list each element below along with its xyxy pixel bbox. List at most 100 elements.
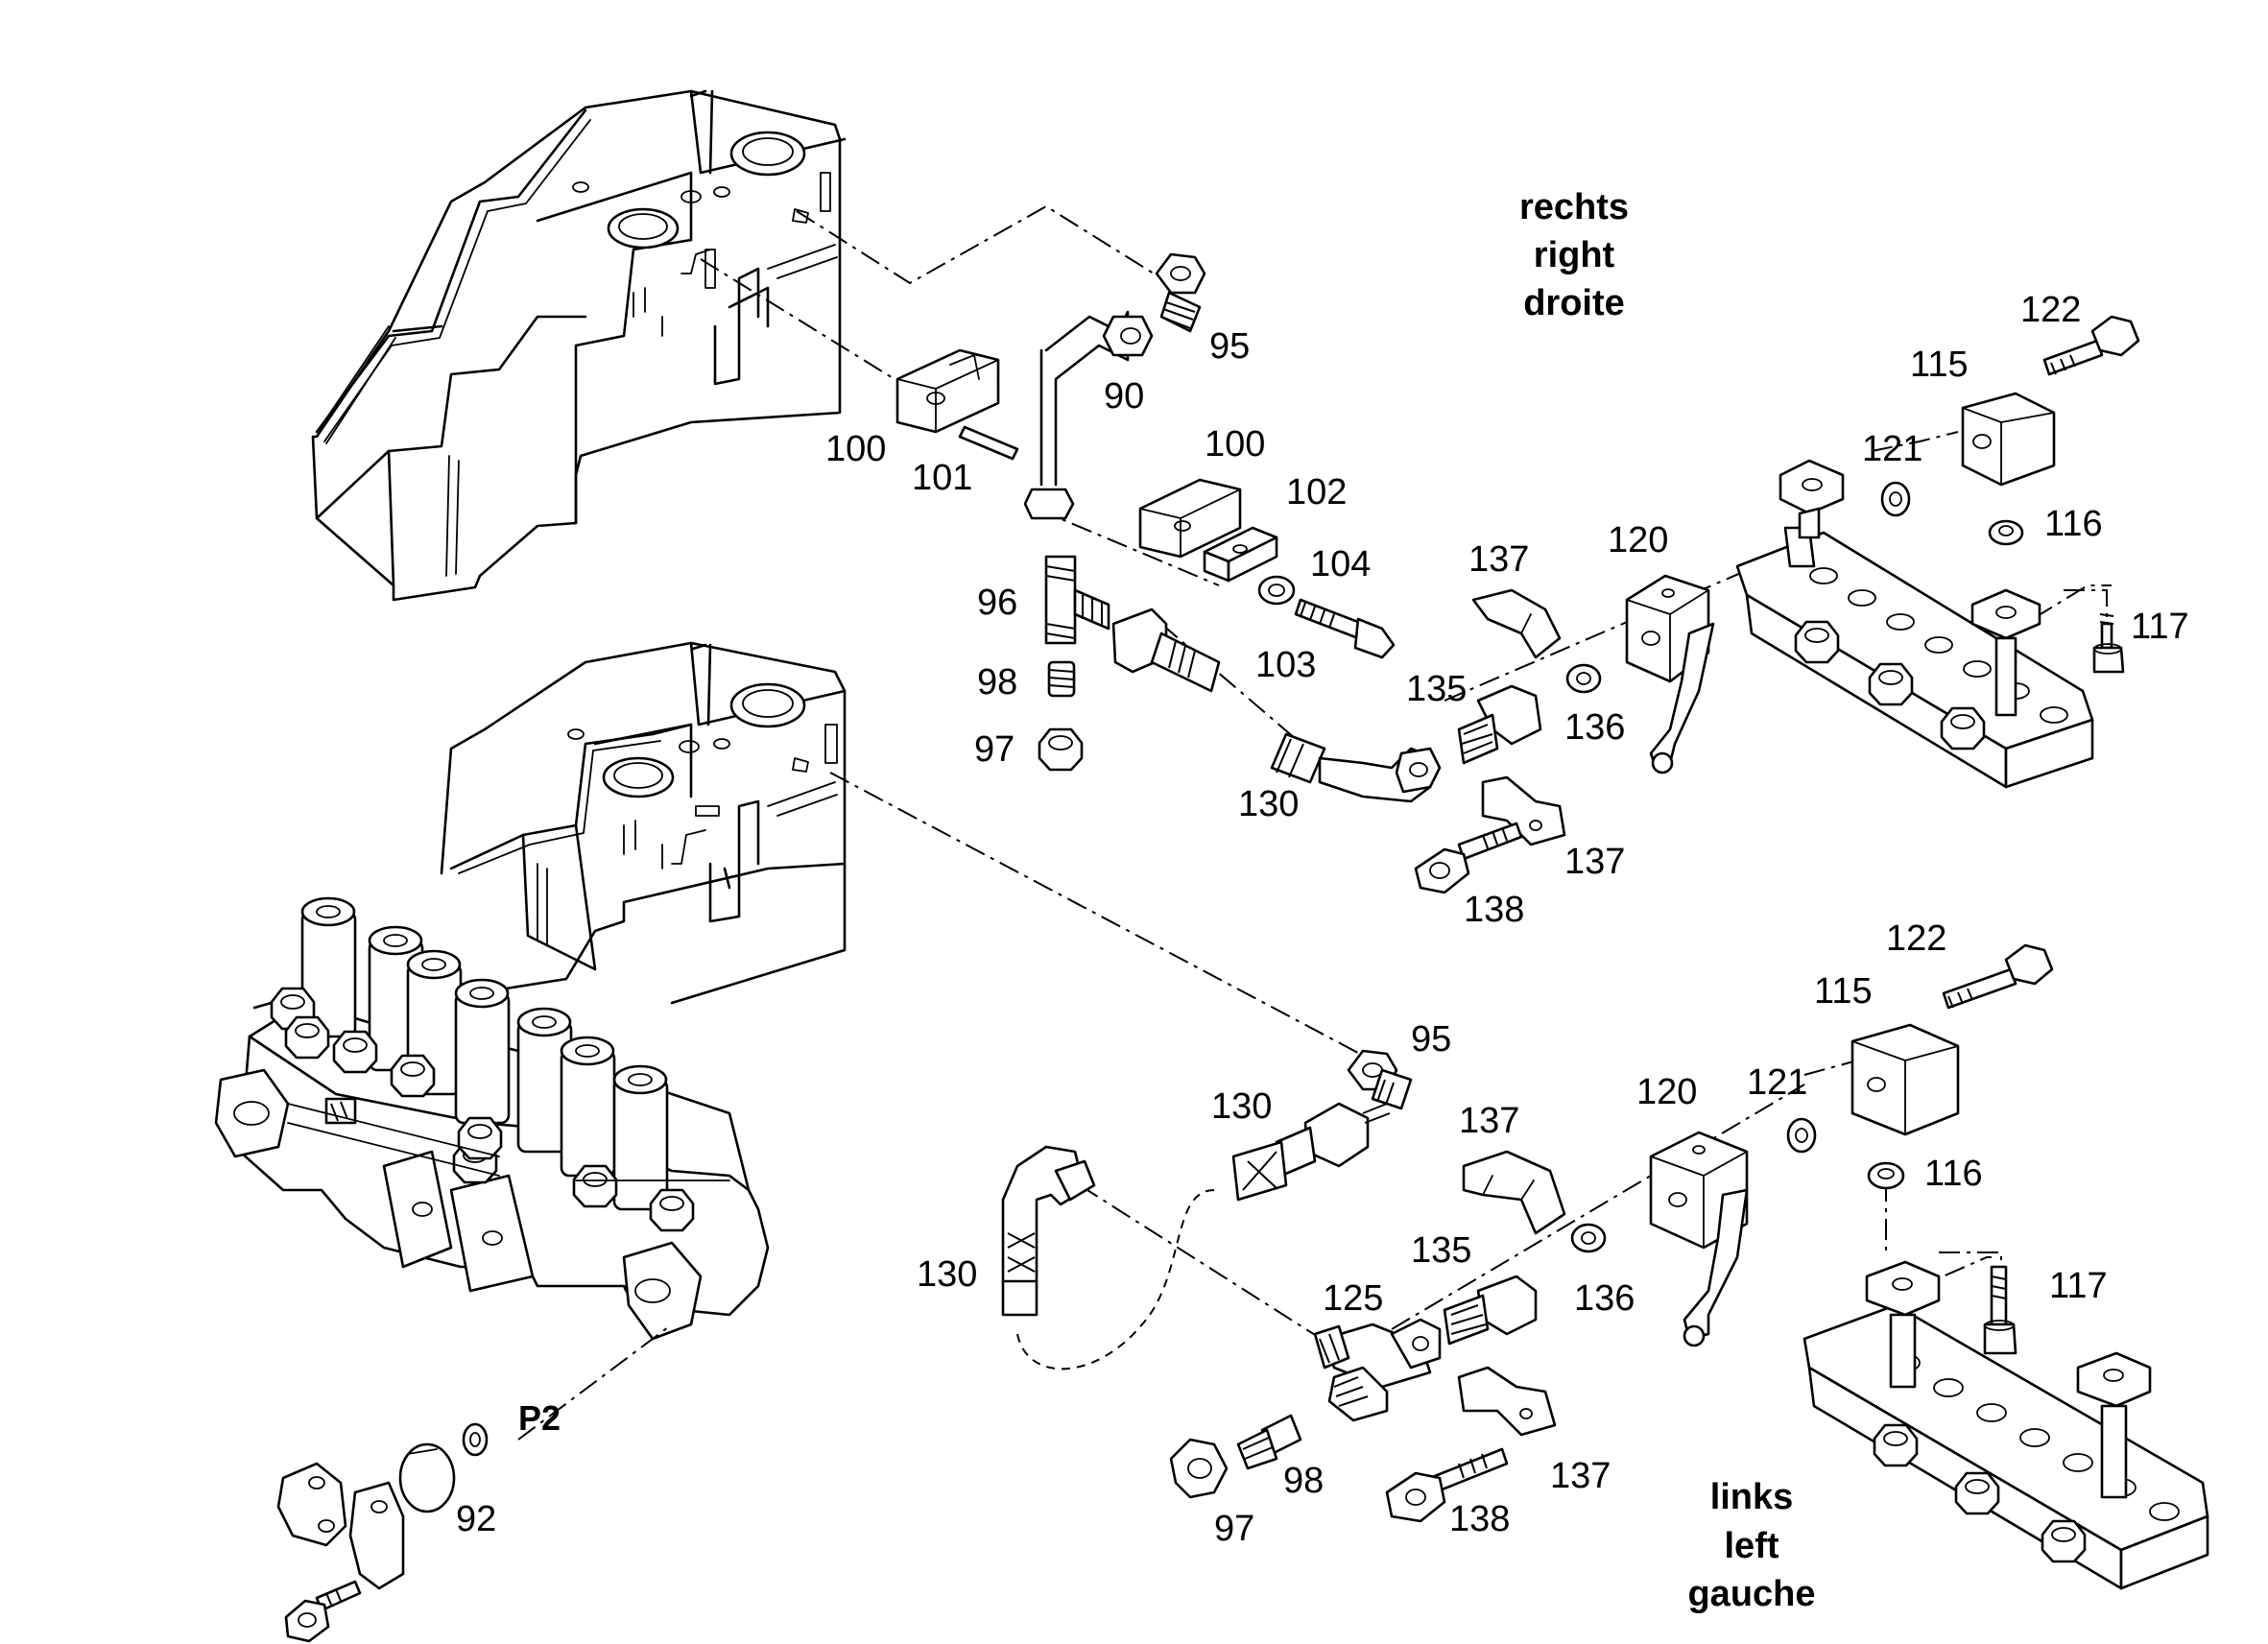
callout-125: 125 (1323, 1278, 1383, 1319)
callout-115-lower: 115 (1814, 971, 1873, 1012)
callout-97-lower: 97 (1214, 1509, 1254, 1549)
part-95-upper (1155, 252, 1206, 333)
callout-90: 90 (1104, 376, 1144, 417)
callout-100-upper-right: 100 (1205, 424, 1265, 465)
part-130-hose-upper (1111, 608, 1442, 803)
part-138-bolt-lower (1385, 1447, 1509, 1523)
callout-130-lower-a: 130 (1211, 1086, 1272, 1127)
assembly-centerlines (517, 204, 2112, 1441)
part-98-nipple-upper (1047, 660, 1076, 698)
part-137-clamp-upper-a (1471, 588, 1562, 659)
control-valve-block (214, 896, 770, 1341)
distribution-rail-lower (1802, 1260, 2209, 1590)
part-96-tee (1044, 555, 1110, 645)
lower-assembly-parts (276, 943, 2209, 1643)
callout-P2: P2 (518, 1398, 561, 1438)
part-117-bolt-upper (2092, 613, 2125, 674)
callout-102: 102 (1286, 472, 1347, 512)
callout-95-lower: 95 (1411, 1019, 1451, 1060)
part-137-clamp-lower-a (1462, 1150, 1566, 1235)
callout-116-lower: 116 (1924, 1154, 1983, 1194)
valve-spool-cap-4 (454, 991, 511, 1125)
part-135-fitting-upper (1457, 684, 1542, 765)
callout-96: 96 (977, 583, 1017, 623)
part-136-washer-upper (1565, 663, 1602, 694)
side-label-left-de: links (1710, 1477, 1794, 1517)
part-90-pipe (1023, 310, 1154, 520)
distribution-rail-upper (1735, 459, 2094, 789)
callout-121-upper: 121 (1862, 429, 1922, 469)
side-label-right-en: right (1534, 235, 1615, 275)
callout-135-lower: 135 (1411, 1230, 1471, 1271)
part-116-washer-lower (1867, 1161, 1905, 1190)
flange-bolt (284, 1580, 362, 1643)
part-102-plate (1203, 526, 1278, 583)
part-115-block-lower (1850, 1023, 1960, 1136)
callout-122-upper: 122 (2020, 290, 2081, 330)
valve-spool-cap-7 (612, 1078, 669, 1211)
callout-121-lower: 121 (1747, 1062, 1807, 1103)
side-label-left: links left gauche (1687, 1477, 1815, 1614)
part-101-pin (958, 425, 1019, 461)
callout-136-lower: 136 (1574, 1278, 1635, 1319)
side-label-right: rechts right droite (1519, 187, 1629, 323)
callout-117-lower: 117 (2049, 1266, 2108, 1306)
callout-135-upper: 135 (1406, 669, 1467, 709)
callout-137-lower-a: 137 (1459, 1101, 1519, 1141)
valve-spool-cap-6 (560, 1049, 616, 1178)
part-121-washer-upper (1880, 481, 1911, 517)
part-97-nut-upper (1038, 727, 1084, 772)
part-116-washer-upper (1988, 519, 2024, 546)
part-120-block-lower (1649, 1131, 1749, 1347)
flange-clamp-halves (276, 1462, 405, 1590)
callout-98-lower: 98 (1283, 1461, 1324, 1501)
part-92-plug (398, 1422, 489, 1513)
part-122-bolt-lower (1942, 943, 2054, 1010)
side-label-left-en: left (1725, 1526, 1779, 1566)
callout-117-upper: 117 (2131, 607, 2189, 647)
part-130-hose-lower-b (1001, 1145, 1096, 1317)
callout-101: 101 (912, 458, 972, 498)
part-100-clamp-upper-right (1138, 478, 1242, 559)
part-104-bolt (1294, 598, 1396, 659)
callout-130-upper: 130 (1238, 784, 1299, 824)
part-120-block-upper (1625, 574, 1715, 774)
part-95-lower (1347, 1049, 1413, 1110)
part-121-washer-lower (1786, 1117, 1817, 1154)
side-label-left-fr: gauche (1687, 1574, 1815, 1614)
part-125-tee (1313, 1318, 1442, 1422)
callout-136-upper: 136 (1564, 707, 1625, 748)
part-130-hose-lower-a (1231, 1102, 1391, 1202)
callout-115-upper: 115 (1910, 345, 1969, 385)
callout-100-upper-left: 100 (825, 429, 886, 469)
callout-138-upper: 138 (1464, 890, 1524, 930)
part-115-block-upper (1961, 392, 2056, 487)
callout-92: 92 (456, 1499, 496, 1539)
callout-103: 103 (1255, 645, 1316, 685)
part-136-washer-lower (1570, 1223, 1607, 1253)
callout-138-lower: 138 (1449, 1499, 1510, 1539)
part-137-clamp-upper-b (1481, 775, 1566, 846)
callout-120-lower: 120 (1636, 1072, 1697, 1112)
callout-130-lower-b: 130 (917, 1254, 977, 1295)
callout-122-lower: 122 (1886, 918, 1946, 959)
callout-104: 104 (1310, 544, 1371, 584)
side-label-right-de: rechts (1519, 187, 1629, 227)
part-100-clamp-upper (895, 348, 1000, 434)
callout-120-upper: 120 (1608, 520, 1668, 560)
part-137-clamp-lower-b (1457, 1366, 1557, 1437)
part-135-fitting-lower (1443, 1275, 1538, 1346)
part-138-bolt-upper (1414, 822, 1523, 894)
callout-137-upper-b: 137 (1564, 842, 1625, 882)
callout-98-upper: 98 (977, 662, 1017, 703)
lower-frame-housing (440, 641, 847, 1014)
part-97-nut-lower (1169, 1438, 1229, 1499)
upper-assembly-parts (895, 252, 2140, 894)
part-103-washer (1257, 575, 1296, 606)
part-122-bolt-upper (2042, 315, 2140, 376)
callout-137-lower-b: 137 (1550, 1456, 1611, 1496)
side-label-right-fr: droite (1523, 283, 1625, 323)
callout-97-upper: 97 (974, 729, 1015, 770)
